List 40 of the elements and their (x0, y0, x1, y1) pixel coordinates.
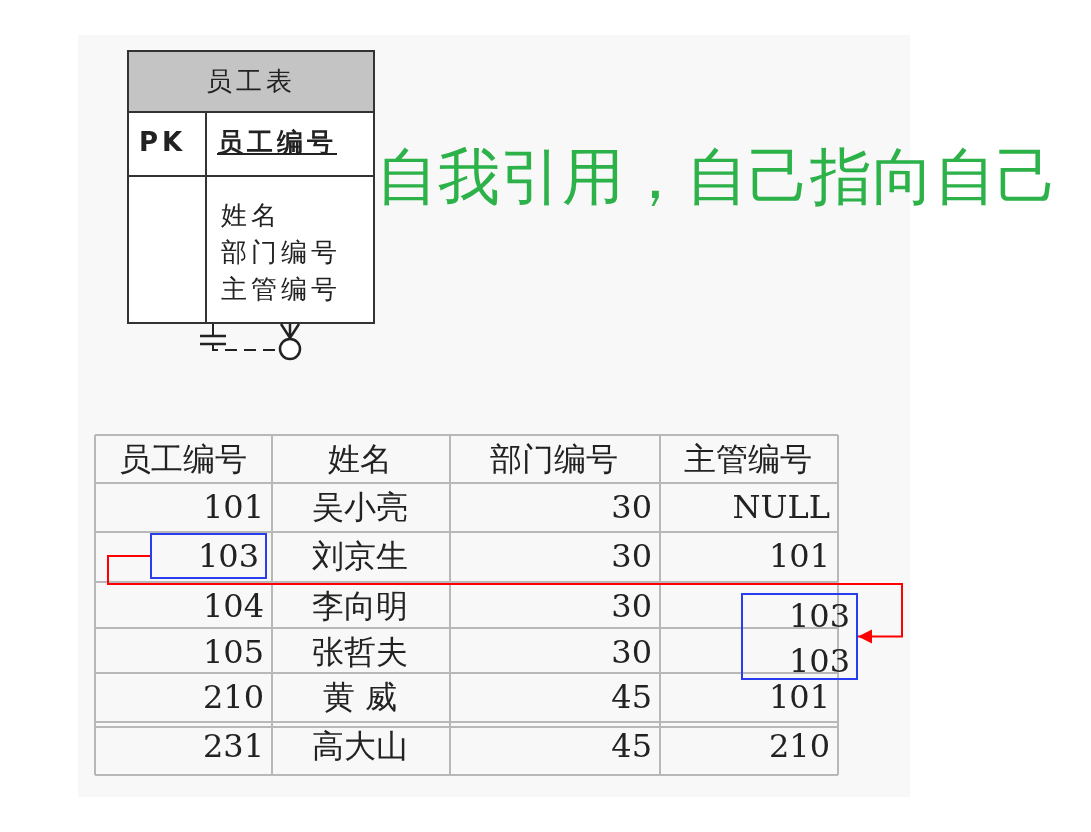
table-value: 45 (610, 730, 652, 762)
table-value: 101 (767, 540, 830, 572)
table-value: 210 (767, 730, 830, 762)
table-value: 103 (197, 540, 259, 572)
highlight-box (150, 533, 267, 579)
column-header: 部门编号 (489, 443, 619, 475)
attribute-name: 姓名 (221, 202, 282, 228)
entity-table (127, 50, 375, 324)
table-value: 李向明 (311, 590, 409, 622)
table-value: 吴小亮 (311, 491, 409, 523)
table-value: 张哲夫 (311, 636, 409, 668)
table-value: 103 (788, 600, 850, 632)
table-value: 刘京生 (311, 540, 409, 572)
table-value: 210 (201, 681, 264, 713)
table-value: 231 (201, 730, 264, 762)
column-header: 姓名 (327, 443, 393, 475)
annotation-text: 自我引用，自己指向自己 (376, 146, 1058, 208)
table-value: 30 (610, 540, 652, 572)
table-value: 101 (201, 491, 264, 523)
attribute-name: 主管编号 (221, 276, 342, 302)
relationship-line (198, 322, 302, 361)
column-header: 员工编号 (117, 443, 248, 475)
table-value: 黄 威 (321, 681, 399, 713)
arrow (107, 555, 903, 644)
table-value: 高大山 (311, 730, 409, 762)
table-name: 员工表 (205, 68, 297, 94)
table-value: 105 (201, 636, 264, 668)
table-value: 104 (201, 590, 264, 622)
table-value: NULL (731, 491, 830, 523)
key-label: PK (139, 129, 188, 155)
table-value: 45 (610, 681, 652, 713)
highlight-box (741, 593, 858, 680)
table-value: 30 (610, 590, 652, 622)
table-value: 101 (767, 681, 830, 713)
attribute-name: 部门编号 (221, 239, 342, 265)
table-value: 103 (788, 645, 850, 677)
table-value: 30 (610, 491, 652, 523)
table-value: 30 (610, 636, 652, 668)
primary-key-field: 员工编号 (217, 129, 357, 155)
column-header: 主管编号 (683, 443, 813, 475)
